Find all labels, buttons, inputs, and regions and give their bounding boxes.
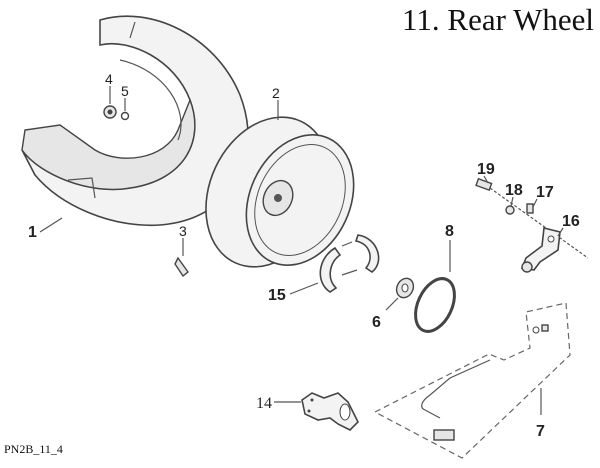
part-18-spring-clip[interactable] [505, 196, 515, 215]
part-16-brake-arm[interactable] [520, 227, 564, 273]
callout-16: 16 [562, 213, 580, 230]
diagram-code: PN2B_11_4 [4, 442, 63, 456]
part-3-valve[interactable] [174, 238, 189, 278]
callout-18: 18 [505, 182, 523, 199]
part-7-cable-assembly[interactable] [373, 302, 571, 459]
callout-7: 7 [536, 423, 545, 440]
callout-3: 3 [179, 223, 187, 239]
callout-15: 15 [268, 287, 286, 304]
part-6-oil-seal[interactable] [385, 276, 416, 311]
part-15-brake-shoes[interactable] [289, 234, 380, 295]
part-17-bolt[interactable] [526, 198, 538, 214]
callout-5: 5 [121, 83, 129, 99]
part-2-rim[interactable] [182, 97, 374, 287]
callout-6: 6 [372, 314, 381, 331]
callout-19: 19 [477, 161, 495, 178]
callout-14: 14 [256, 395, 272, 412]
callout-8: 8 [445, 223, 454, 240]
part-5-washer[interactable] [120, 98, 130, 121]
callout-4: 4 [105, 71, 113, 87]
part-8-o-ring[interactable] [408, 240, 462, 338]
part-19-adjusting-bolt[interactable] [475, 175, 493, 192]
callout-2: 2 [272, 85, 280, 101]
callout-17: 17 [536, 184, 554, 201]
part-14-bracket[interactable] [274, 392, 359, 431]
diagram-title: 11. Rear Wheel [402, 2, 594, 37]
callout-1: 1 [28, 224, 37, 241]
part-4-nut[interactable] [103, 86, 117, 119]
part-1-tire[interactable] [21, 15, 249, 227]
